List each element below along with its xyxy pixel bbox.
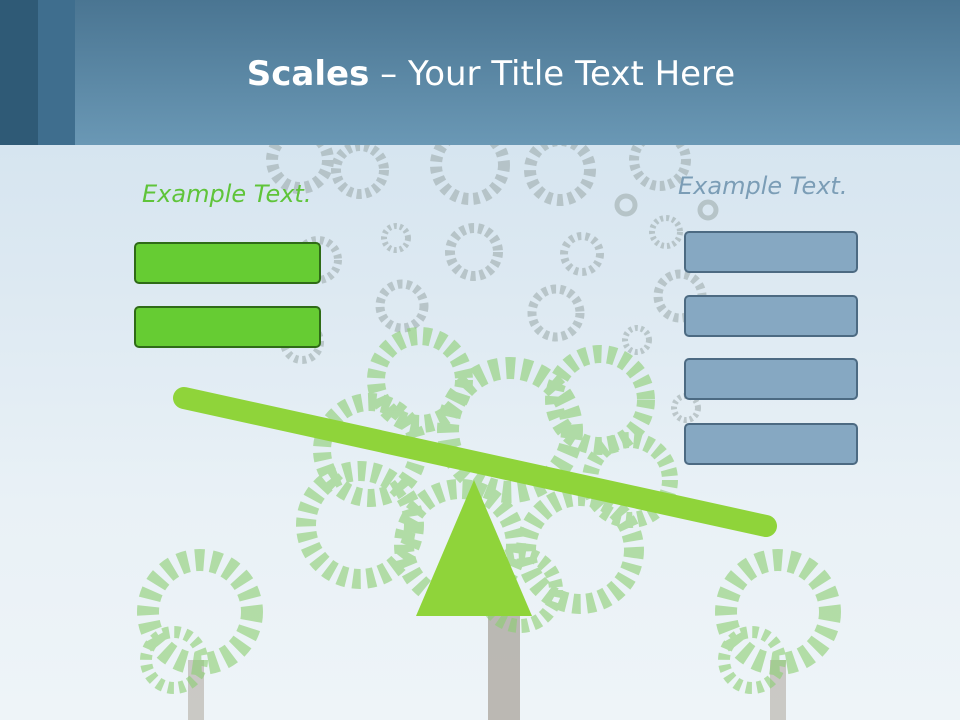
left-text-box [134, 306, 321, 348]
right-text-box [684, 423, 858, 465]
left-example-text: Example Text. [142, 180, 312, 208]
gear-gray-14 [527, 284, 585, 342]
gear-gray-6 [697, 199, 719, 221]
gear-gray-8 [445, 223, 503, 281]
gear-gray-16 [622, 325, 652, 355]
left-text-box [134, 242, 321, 284]
gear-gray-2 [331, 141, 389, 199]
gear-gray-4 [524, 134, 596, 206]
title-rest-text: – Your Title Text Here [369, 54, 736, 94]
gear-gray-11 [294, 236, 342, 284]
header-accent-strip [0, 0, 38, 145]
scale-fulcrum [416, 480, 532, 616]
gear-green-2 [367, 327, 473, 433]
title-bold-text: Scales [246, 54, 370, 94]
gear-gray-9 [381, 223, 411, 253]
scale-beam [173, 387, 777, 537]
gear-green-11 [140, 626, 208, 694]
title-bar [0, 0, 960, 145]
right-text-box [684, 358, 858, 400]
header-accent-strip [38, 0, 75, 145]
gear-green-13 [718, 626, 786, 694]
right-text-box [684, 231, 858, 273]
gear-gray-12 [649, 215, 683, 249]
gear-gray-13 [375, 279, 429, 333]
gear-gray-7 [614, 193, 638, 217]
gear-green-1 [437, 357, 583, 503]
right-text-box [684, 295, 858, 337]
slide-title: Scales – Your Title Text Here [0, 52, 960, 96]
gear-gray-1 [266, 126, 334, 194]
right-example-text: Example Text. [678, 172, 848, 200]
gear-gray-10 [560, 232, 604, 276]
